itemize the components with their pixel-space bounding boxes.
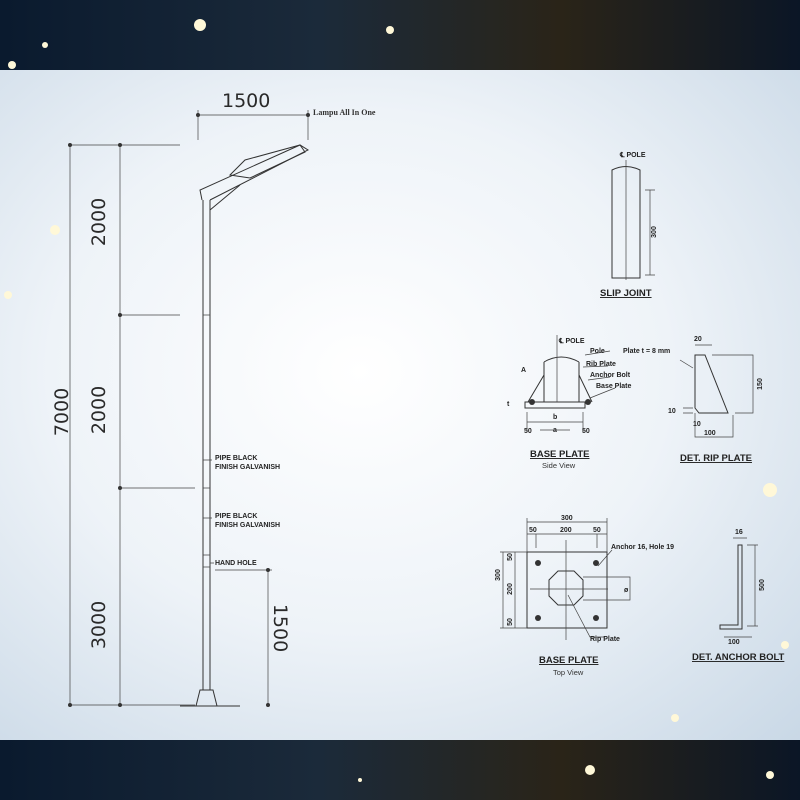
rip-plate-thickness: Plate t = 8 mm: [623, 348, 670, 355]
anchor-bolt-d500: 500: [759, 579, 766, 591]
base-side-a-mark: A: [521, 367, 526, 374]
drawing-sheet: [0, 70, 800, 740]
base-side-a: a: [553, 427, 557, 434]
pipe-label-2b: FINISH GALVANISH: [215, 522, 280, 529]
base-top-w50a: 50: [529, 527, 537, 534]
pipe-label-1b: FINISH GALVANISH: [215, 464, 280, 471]
pipe-label-2a: PIPE BLACK: [215, 513, 257, 520]
base-side-t: t: [507, 401, 510, 408]
rip-plate-d10a: 10: [668, 408, 676, 415]
hand-hole-label: HAND HOLE: [215, 560, 257, 567]
anchor-bolt-drawing: [719, 537, 758, 638]
slip-joint-pole-label: ℄ POLE: [619, 151, 646, 159]
base-top-diameter: ø: [624, 587, 629, 594]
rip-plate-drawing: [679, 344, 754, 438]
slip-joint-dim: 300: [651, 226, 658, 238]
anchor-bolt-title: DET. ANCHOR BOLT: [692, 652, 785, 663]
base-top-rib-label: Rip Plate: [590, 636, 620, 643]
total-height-dim: 7000: [51, 388, 73, 436]
base-side-label-base: Base Plate: [596, 383, 632, 390]
anchor-bolt-d100: 100: [728, 639, 740, 646]
pole-elevation: [68, 110, 310, 707]
base-top-anchor-label: Anchor 16, Hole 19: [611, 544, 674, 551]
base-side-d2: 50: [582, 428, 590, 435]
base-top-h50b: 50: [507, 618, 514, 626]
segment-dim-1: 2000: [88, 198, 110, 246]
lamp-label: Lampu All In One: [313, 108, 376, 117]
base-top-title: BASE PLATE: [539, 655, 598, 666]
base-side-label-pole: Pole: [590, 348, 605, 355]
slip-joint-drawing: [611, 160, 655, 280]
top-width-dim: 1500: [222, 90, 270, 112]
anchor-bolt-d16: 16: [735, 529, 743, 536]
rip-plate-d20: 20: [694, 336, 702, 343]
rip-plate-d10b: 10: [693, 421, 701, 428]
base-side-label-rib: Rib Plate: [586, 361, 616, 368]
base-top-h: 300: [495, 569, 502, 581]
hand-hole-height-dim: 1500: [269, 604, 291, 652]
rip-plate-title: DET. RIP PLATE: [680, 453, 752, 464]
base-side-pole-label: ℄ POLE: [558, 337, 585, 345]
base-top-subtitle: Top View: [553, 668, 584, 677]
base-side-b: b: [553, 414, 557, 421]
base-top-h50a: 50: [507, 553, 514, 561]
segment-dim-3: 3000: [88, 601, 110, 649]
rip-plate-d150: 150: [757, 378, 764, 390]
base-side-d1: 50: [524, 428, 532, 435]
base-top-h200: 200: [507, 583, 514, 595]
base-top-w50b: 50: [593, 527, 601, 534]
pipe-label-1a: PIPE BLACK: [215, 455, 257, 462]
base-plate-top-drawing: [500, 518, 631, 640]
base-top-w: 300: [561, 515, 573, 522]
slip-joint-title: SLIP JOINT: [600, 288, 652, 299]
segment-dim-2: 2000: [88, 386, 110, 434]
starry-bottom-band: [0, 740, 800, 800]
stars-decoration: [4, 19, 789, 782]
base-side-subtitle: Side View: [542, 461, 576, 470]
base-side-title: BASE PLATE: [530, 449, 589, 460]
rip-plate-d100: 100: [704, 430, 716, 437]
base-top-w200: 200: [560, 527, 572, 534]
starry-top-band: [0, 0, 800, 70]
base-plate-side-drawing: [524, 335, 616, 432]
base-side-label-anchor: Anchor Bolt: [590, 372, 631, 379]
